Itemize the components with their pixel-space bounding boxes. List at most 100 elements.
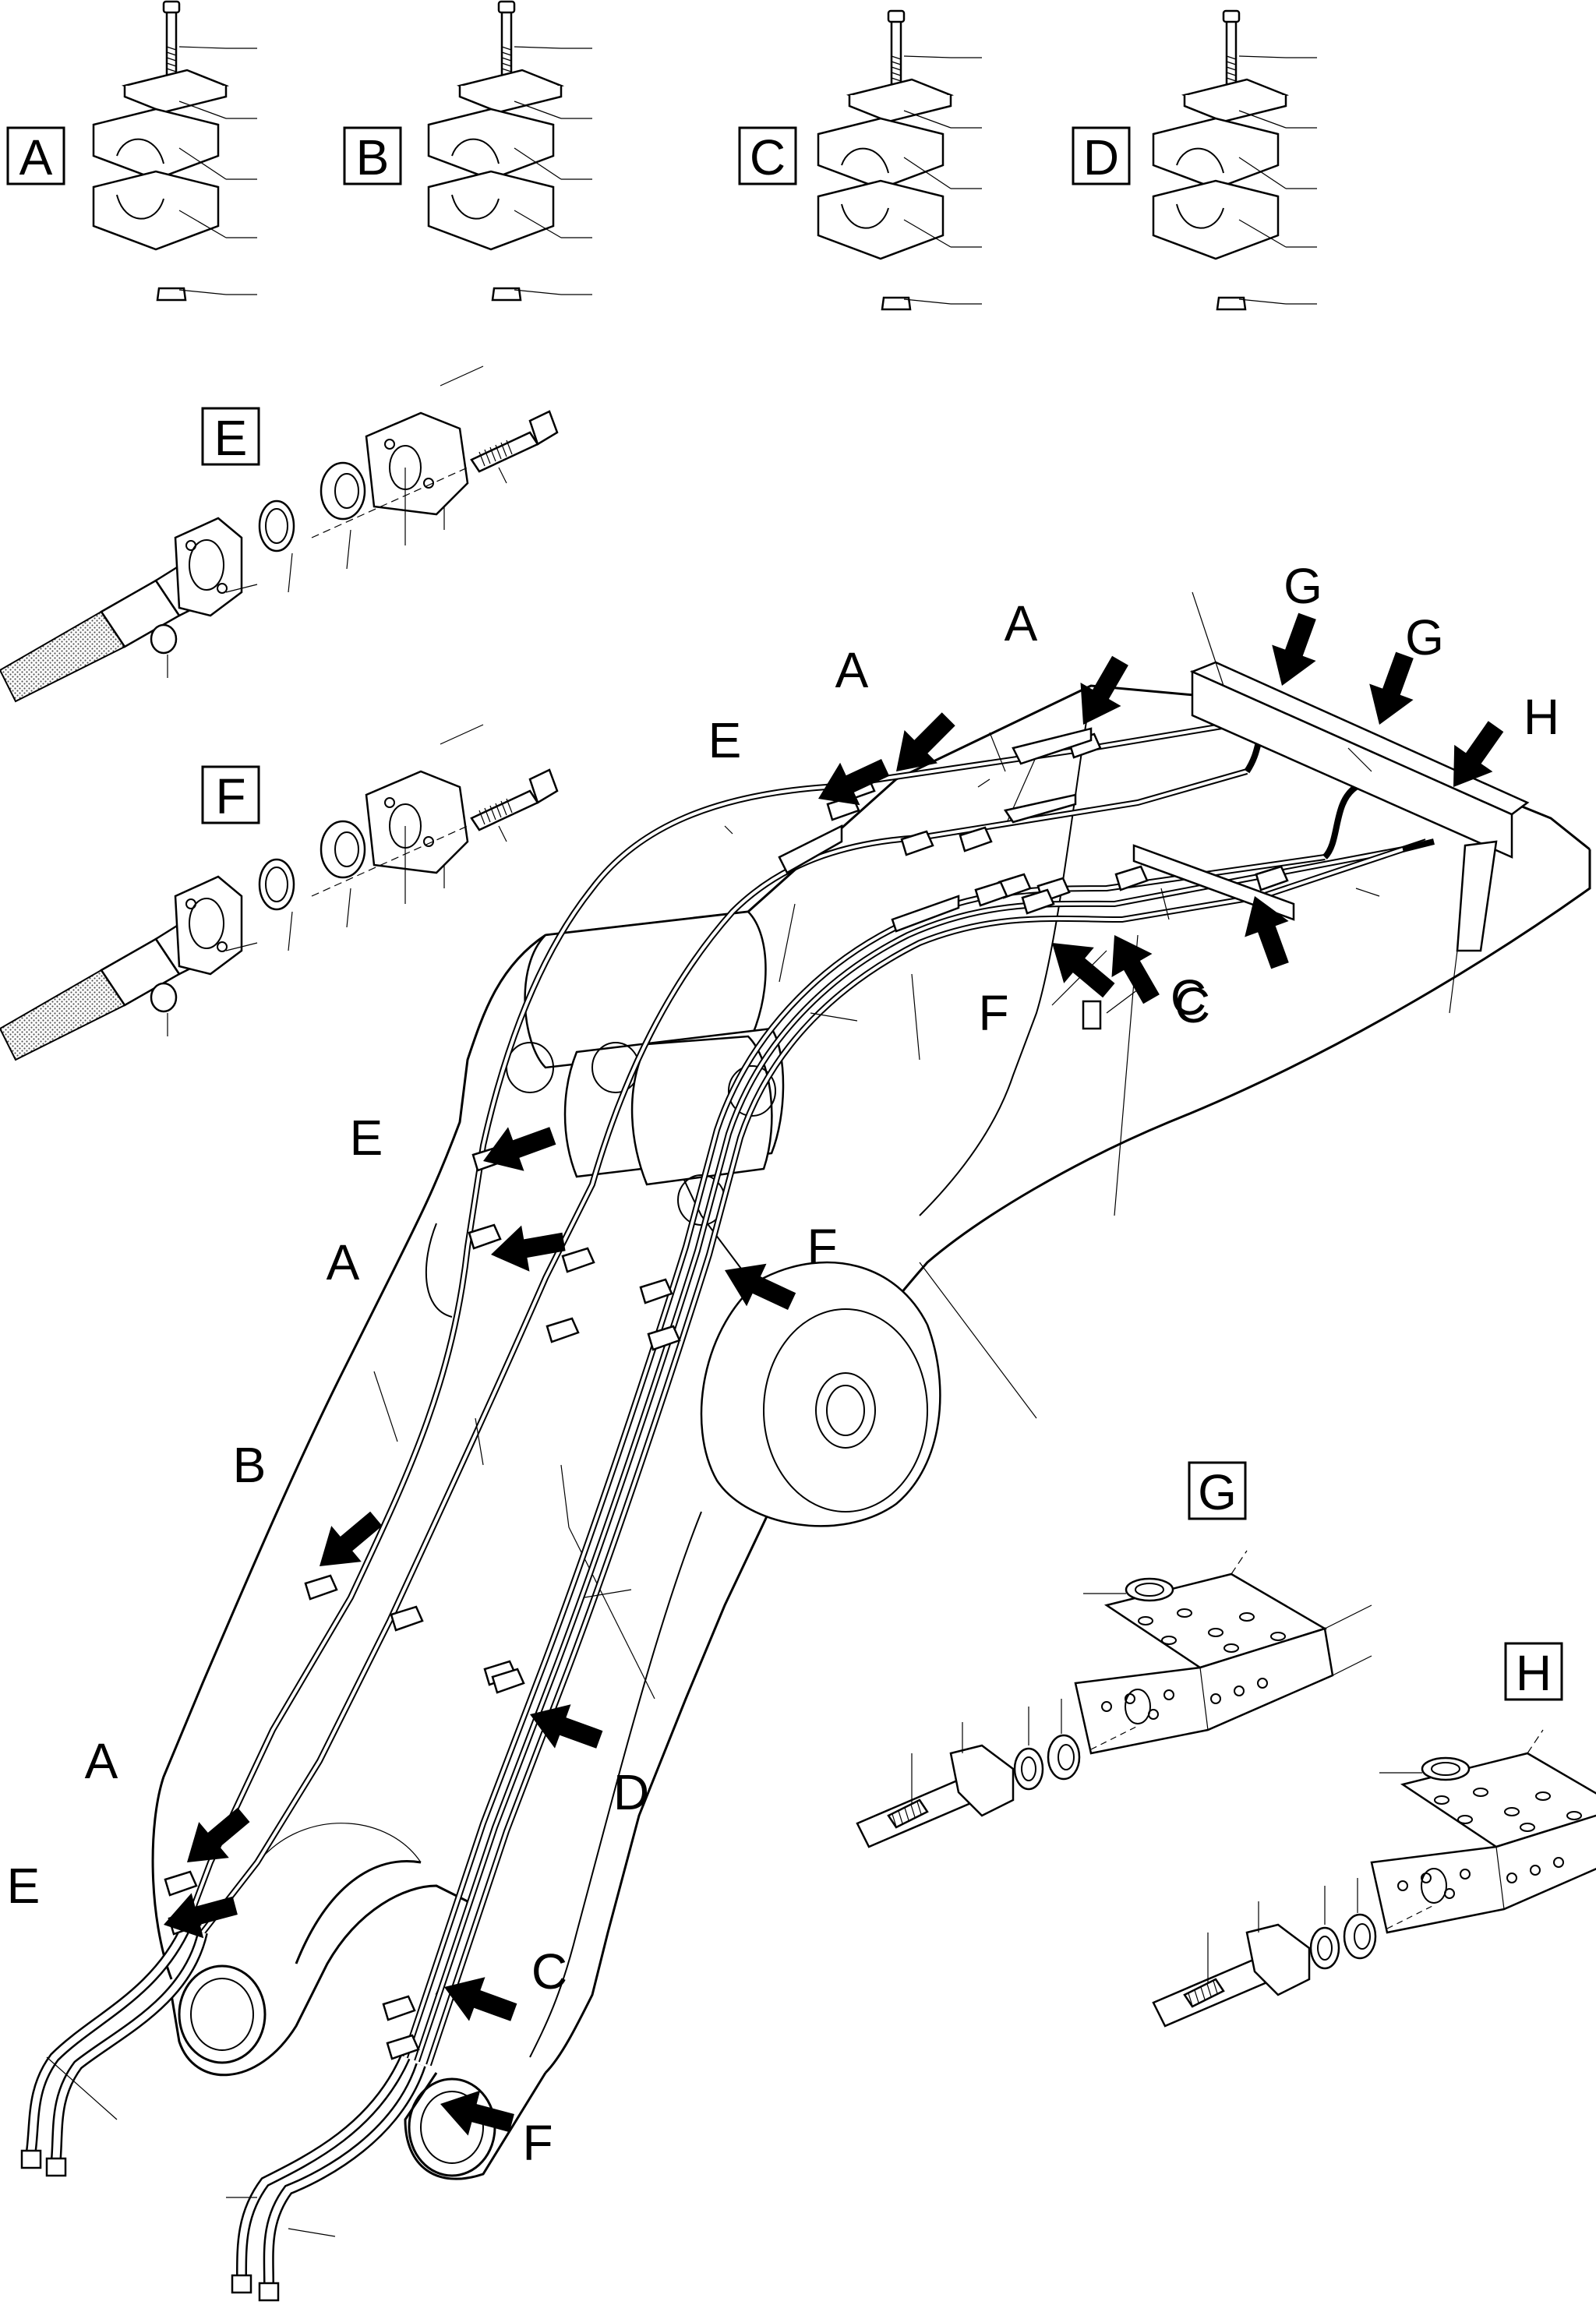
arrow-label: E — [350, 1110, 383, 1166]
leader-lines — [46, 591, 1372, 2237]
arrow-label: H — [1524, 689, 1559, 745]
callout-arrow-b: B — [233, 1437, 383, 1566]
callout-arrow-e: E — [708, 712, 890, 806]
detail-label-text: D — [1083, 129, 1119, 185]
detail-label-box: B — [343, 126, 402, 185]
callout-arrow-c: C — [444, 1943, 567, 2021]
callout-arrow-f: F — [440, 2090, 553, 2171]
pipe-clamp — [164, 1870, 198, 1897]
pipe-clamp — [304, 1574, 338, 1601]
arrow-shape — [1245, 896, 1289, 969]
arrow-label: B — [233, 1437, 267, 1493]
arrow-label: C — [1171, 969, 1206, 1025]
pipe-clamp — [382, 1995, 416, 2021]
arrow-shape — [1052, 943, 1115, 998]
pipe-clamp — [900, 830, 934, 856]
pipe-clamp — [491, 1668, 525, 1694]
callout-arrow-e: E — [350, 1110, 556, 1171]
arrow-label: A — [835, 642, 869, 698]
arrow-label: C — [1174, 977, 1210, 1033]
arrow-label: C — [531, 1943, 567, 2000]
arrow-shape — [320, 1511, 383, 1566]
clamp-detail-b: B — [343, 0, 592, 302]
callout-arrow-g: G — [1369, 609, 1444, 725]
detail-label-text: C — [750, 129, 786, 185]
clamp-detail-a: A — [6, 0, 257, 302]
detail-label-box: H — [1504, 1642, 1563, 1701]
boom-body — [151, 684, 1591, 2180]
detail-label-text: F — [215, 768, 245, 824]
arrow-label: D — [613, 1764, 649, 1820]
pipe-clamp — [1255, 865, 1289, 891]
detail-label-box: F — [201, 765, 260, 824]
boom-manifolds — [778, 661, 1530, 952]
detail-label-box: C — [738, 126, 797, 185]
arrow-label: F — [978, 985, 1008, 1041]
detail-label-box: D — [1072, 126, 1131, 185]
flange-detail-e: E — [0, 365, 559, 703]
callout-arrow-h: H — [1453, 689, 1559, 787]
arrow-label: G — [1284, 558, 1322, 614]
pipe-clamp — [468, 1223, 502, 1250]
pipe-clamp — [974, 881, 1008, 907]
pipe-clamp — [561, 1247, 595, 1273]
callout-arrow-d: D — [530, 1704, 649, 1820]
callout-arrow-a: A — [327, 1225, 566, 1290]
callout-arrow-a: A — [85, 1733, 250, 1862]
callout-arrow-a: A — [835, 642, 955, 771]
pipe-clamp — [1021, 888, 1055, 915]
arrow-shape — [444, 1977, 517, 2021]
manifold-detail-h: H — [1152, 1642, 1596, 2028]
clamp-detail-d: D — [1072, 9, 1317, 311]
pipe-clamp — [639, 1278, 673, 1304]
detail-label-text: H — [1516, 1645, 1552, 1701]
arrow-shape — [483, 1127, 556, 1171]
arrow-shape — [530, 1704, 603, 1749]
pipe-clamp — [390, 1605, 424, 1632]
pipe-clamp — [647, 1325, 681, 1351]
callout-arrow-g: G — [1272, 558, 1322, 686]
arrow-shape — [725, 1263, 796, 1310]
detail-label-box: A — [6, 126, 65, 185]
arrow-shape — [491, 1225, 566, 1272]
arrow-shape — [164, 1893, 238, 1939]
arrow-label: E — [708, 712, 742, 768]
detail-label-text: E — [214, 410, 248, 466]
arrow-shape — [896, 712, 955, 771]
arrow-shape — [1111, 935, 1160, 1004]
arrow-shape — [187, 1807, 250, 1862]
flange-detail-f: F — [0, 724, 559, 1061]
callout-arrow-c: C — [1111, 935, 1210, 1033]
callout-arrow-f: F — [725, 1219, 838, 1310]
callout-arrow-c: C — [1171, 896, 1289, 1025]
hydraulic-lines — [20, 718, 1435, 2302]
arrow-shape — [1080, 655, 1128, 725]
manifold-detail-g: G — [856, 1461, 1372, 1848]
arrow-label: A — [1005, 595, 1038, 651]
callout-arrow-f: F — [978, 943, 1115, 1041]
arrow-label: A — [85, 1733, 118, 1789]
arrow-shape — [1369, 651, 1414, 725]
detail-label-text: G — [1198, 1464, 1237, 1520]
clamp-detail-c: C — [738, 9, 982, 311]
callout-arrow-e: E — [7, 1858, 238, 1939]
detail-label-text: B — [356, 129, 390, 185]
arrow-label: E — [7, 1858, 41, 1914]
pipe-clamp — [1114, 865, 1149, 891]
callout-arrow-a: A — [1005, 595, 1128, 725]
arrow-label: A — [327, 1234, 360, 1290]
arrow-label: F — [522, 2115, 553, 2171]
arrow-shape — [440, 2090, 514, 2136]
pipe-clamp — [386, 2034, 420, 2060]
arrow-shape — [818, 759, 890, 806]
pipe-clamp — [959, 826, 993, 852]
arrow-label: F — [807, 1219, 837, 1275]
arrow-shape — [1272, 612, 1316, 686]
pipe-clamp — [546, 1317, 580, 1343]
detail-label-box: G — [1188, 1461, 1247, 1520]
detail-label-text: A — [19, 129, 53, 185]
arrow-label: G — [1405, 609, 1444, 665]
arrow-shape — [1453, 721, 1504, 787]
detail-label-box: E — [201, 407, 260, 466]
